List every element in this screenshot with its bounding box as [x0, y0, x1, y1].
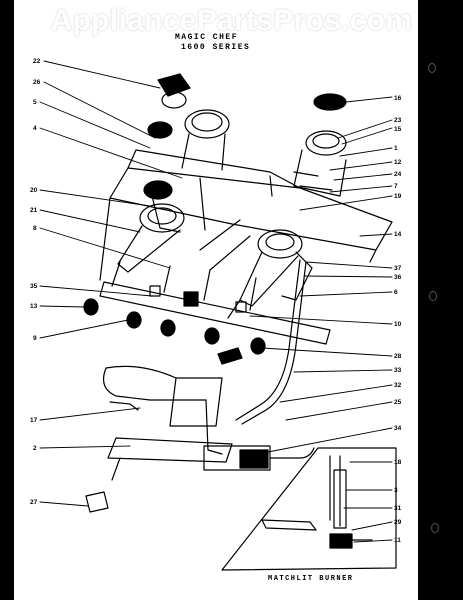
callout-24: 24 — [394, 171, 402, 178]
matchlit-inset — [221, 447, 397, 571]
callout-31: 31 — [394, 505, 402, 512]
callout-25: 25 — [394, 399, 402, 406]
callout-13: 13 — [30, 303, 38, 310]
header-series: 1600 SERIES — [181, 43, 251, 52]
callout-34: 34 — [394, 425, 402, 432]
oven-burner — [103, 365, 223, 455]
callout-37: 37 — [394, 265, 402, 272]
callout-8-left: 8 — [33, 225, 37, 232]
callout-19: 19 — [394, 193, 402, 200]
binder-hole-bottom — [428, 520, 442, 536]
control-knobs — [83, 298, 266, 355]
callout-17: 17 — [30, 417, 38, 424]
part-27-bracket — [85, 491, 109, 513]
oven-burner-bracket — [107, 437, 233, 481]
callout-5: 5 — [33, 99, 37, 106]
inset-caption: MATCHLIT BURNER — [268, 575, 354, 583]
callout-4: 4 — [33, 125, 37, 132]
callout-12: 12 — [394, 159, 402, 166]
parts-diagram-sheet — [14, 0, 418, 600]
callout-22: 22 — [33, 58, 41, 65]
part-22-cap — [157, 73, 191, 109]
callout-21: 21 — [30, 207, 38, 214]
front-right-burner — [239, 229, 313, 307]
callout-27: 27 — [30, 499, 38, 506]
callout-36: 36 — [394, 274, 402, 281]
header-brand: MAGIC CHEF — [175, 33, 239, 42]
part-small-plate — [217, 347, 243, 365]
top-frame — [99, 149, 393, 281]
callout-20: 20 — [30, 187, 38, 194]
callout-3: 3 — [394, 487, 398, 494]
leader-lines — [39, 60, 393, 543]
callout-9: 9 — [33, 335, 37, 342]
rear-left-burner — [147, 109, 230, 171]
front-left-burner — [117, 180, 185, 273]
callout-1: 1 — [394, 145, 398, 152]
callout-33: 33 — [394, 367, 402, 374]
callout-16: 16 — [394, 95, 402, 102]
callout-18: 18 — [394, 459, 402, 466]
callout-10: 10 — [394, 321, 402, 328]
callout-2: 2 — [33, 445, 37, 452]
right-rear-burner — [293, 93, 347, 197]
callout-14: 14 — [394, 231, 402, 238]
callout-11: 11 — [394, 537, 401, 544]
binder-hole-top — [425, 60, 439, 76]
callout-7: 7 — [394, 183, 398, 190]
callout-29: 29 — [394, 519, 402, 526]
callout-35: 35 — [30, 283, 38, 290]
callout-15: 15 — [394, 126, 402, 133]
callout-labels: 22 26 5 4 20 21 8 35 13 9 17 2 27 16 23 … — [30, 58, 402, 583]
pilot-tubing — [227, 259, 307, 425]
callout-28: 28 — [394, 353, 402, 360]
callout-26: 26 — [33, 79, 41, 86]
callout-23: 23 — [394, 117, 402, 124]
callout-6: 6 — [394, 289, 398, 296]
watermark-text: AppliancePartsPros.com — [50, 4, 413, 37]
callout-32: 32 — [394, 382, 402, 389]
thermostat-valve — [203, 445, 315, 471]
binder-hole-middle — [426, 288, 440, 304]
